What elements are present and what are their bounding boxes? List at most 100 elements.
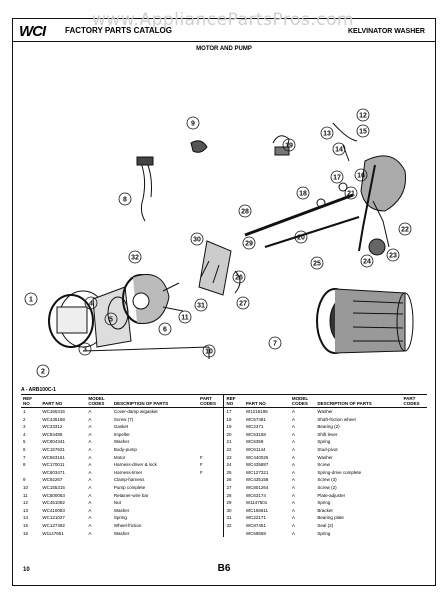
model-code-cell: A [88,507,92,513]
model-code-cell: A [88,439,92,445]
part-no-cell: WC2371 [245,424,264,430]
part-no-cell: WC22171 [245,515,266,521]
part-code-cell [198,522,224,530]
model-code-cell: A [291,431,295,437]
callout-23: 23 [389,253,397,260]
ref-no-cell: 24 [223,461,244,469]
ref-no-cell: 9 [23,477,26,483]
description-cell: Washer [317,454,333,460]
description-cell: Shift lever [317,431,338,437]
callout-circles [24,108,412,378]
part-no-cell: W1147651 [42,530,64,536]
part-code-cell [402,431,427,439]
parts-table: REF NO PART NO MODEL CODES DESCRIPTION O… [21,394,427,538]
part-code-cell: F [200,469,203,475]
model-code-cell: A [291,522,295,528]
part-code-cell [402,408,427,416]
model-code-cell: A [291,477,295,483]
part-reference: A - ARB100C-1 [21,387,56,393]
part-no-cell: WC451082 [42,500,65,506]
col-part-codes: PART CODES [198,394,224,408]
model-code-cell: A [291,469,295,475]
model-code-cell: A [291,439,295,445]
ref-no-cell: 25 [223,468,244,477]
callout-21: 21 [347,191,355,198]
part-no-cell: WC63174 [245,492,266,498]
description-cell: Washer [317,409,333,414]
part-code-cell [198,438,224,446]
callout-5: 5 [109,317,113,324]
part-code-cell [198,431,224,439]
drive-shaft-drawing [244,122,407,256]
description-cell: Screw (7) [113,416,134,422]
callout-18: 18 [299,191,307,198]
part-code-cell [402,530,427,538]
model-code-cell: A [291,500,295,506]
model-code-cell: A [88,492,92,498]
part-no-cell: WC603471 [42,469,65,475]
description-cell: Spring [317,439,331,445]
part-no-cell: WC57481 [245,416,266,422]
callout-19: 19 [285,143,293,150]
part-code-cell [402,514,427,522]
callout-12: 12 [359,113,367,120]
part-no-cell: WC170011 [42,462,65,468]
ref-no-cell: 23 [223,453,244,462]
ref-no-cell: 1 [23,409,26,414]
part-code-cell [198,416,224,424]
description-cell: Bearing plate [317,515,344,521]
ref-no-cell: 11 [23,492,28,498]
part-code-cell [198,530,224,538]
ref-no-cell: 26 [223,476,244,484]
description-cell: Motor [113,454,126,460]
part-no-cell: WC435158 [42,416,65,422]
col-model-codes-2: MODEL CODES [289,394,316,408]
catalog-page: WCI FACTORY PARTS CATALOG KELVINATOR WAS… [12,18,436,586]
description-cell: Pump complete [113,484,146,490]
product-title: KELVINATOR WASHER [347,28,425,35]
part-code-cell: F [200,462,203,468]
part-code-cell [198,514,224,522]
part-no-cell: WC563161 [42,454,65,460]
part-code-cell [402,469,427,477]
description-cell: Cover-damp w/gasket [113,409,158,414]
callout-6: 6 [163,327,167,334]
part-no-cell: WC92267 [42,477,63,483]
ref-no-cell: 2 [23,416,26,422]
model-code-cell: A [88,484,92,490]
part-no-cell: WC440025 [245,454,269,460]
callout-31: 31 [197,303,205,310]
col-part-no: PART NO [40,394,87,408]
model-code-cell: A [291,446,295,452]
part-no-cell: WC804341 [42,439,65,445]
model-code-cell: A [88,522,92,528]
model-code-cell: A [88,530,92,536]
part-no-cell: WC435887 [245,462,269,468]
callout-17: 17 [333,175,341,182]
ref-no-cell: 14 [23,515,29,521]
callout-14: 14 [335,147,343,154]
part-code-cell [402,476,427,484]
pump-assembly-drawing [48,274,184,348]
description-cell: Impeller [113,431,130,437]
part-no-cell: WC127321 [245,469,269,475]
model-code-cell: A [291,507,295,513]
col-part-no-2: PART NO [243,394,290,408]
callout-13: 13 [323,131,331,138]
description-cell: Harness-timer [113,469,143,475]
brand-logo: WCI [19,23,46,40]
page-code: B6 [217,563,231,574]
callout-11: 11 [181,315,189,322]
part-code-cell [198,507,224,515]
part-code-cell [402,454,427,462]
model-code-cell: A [88,515,92,521]
ref-no-cell: 15 [23,522,29,528]
part-code-cell [402,416,427,424]
